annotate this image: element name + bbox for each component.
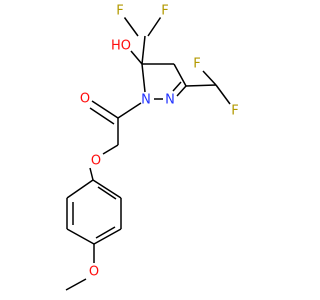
bond-ring-6: [66, 179, 94, 199]
bond-c3-n2: [176, 85, 187, 97]
fluorine-label-top-right: F: [161, 4, 168, 19]
nitrogen-label-n2: N: [165, 93, 175, 108]
bond-f-mid-right: [215, 84, 231, 105]
fluorine-label-top-left: F: [116, 4, 123, 19]
bond-chf2-c5: [141, 35, 146, 65]
bond-f-top-right: [147, 17, 162, 37]
bond-f-top-left: [123, 17, 139, 37]
bond-carbonyl-o-double: [89, 107, 115, 125]
oxygen-label-ether: O: [91, 154, 101, 169]
bond-c3-n2-double: [172, 81, 182, 92]
bond-f-mid-left: [202, 70, 217, 86]
fluorine-label-mid-right: F: [231, 104, 238, 119]
bond-n1-carbonyl: [117, 102, 142, 119]
atom-labels: F F HO F F N N O O O: [80, 4, 239, 280]
oxygen-label-methoxy: O: [89, 265, 99, 280]
bond-c4-c3: [173, 63, 187, 87]
bonds: [65, 17, 231, 291]
bond-ring-inner-2: [95, 226, 116, 239]
bond-n1-c5: [141, 63, 146, 93]
oxygen-label-carbonyl: O: [80, 92, 90, 107]
bond-ring-3: [93, 228, 122, 245]
bond-oether-ring: [89, 167, 94, 181]
bond-c5-oh: [130, 50, 143, 65]
bond-ch2-oether: [102, 144, 119, 155]
bond-omethoxy-ch3: [65, 278, 87, 291]
bond-ring-inner-1: [97, 186, 117, 200]
molecule-structure: F F HO F F N N O O O: [65, 4, 239, 291]
bond-ring-1: [92, 179, 122, 199]
fluorine-label-mid-left: F: [193, 57, 200, 72]
hydroxyl-label: HO: [111, 39, 131, 54]
bond-carbonyl-o: [91, 100, 119, 119]
bond-ring-4: [66, 228, 95, 245]
bond-c3-chf2: [185, 84, 217, 87]
nitrogen-label-n1: N: [141, 93, 151, 108]
